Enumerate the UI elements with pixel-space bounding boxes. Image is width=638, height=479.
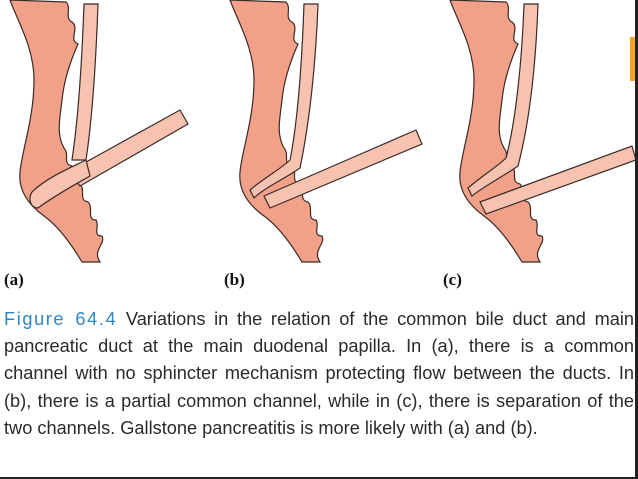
panel-label-c: (c) xyxy=(443,270,462,289)
panel-c-diagram xyxy=(449,0,637,263)
panel-b-diagram xyxy=(229,0,423,263)
caption-text: Variations in the relation of the common… xyxy=(4,309,634,438)
panel-label-b: (b) xyxy=(224,270,245,289)
panel-a-diagram xyxy=(9,0,189,263)
figure-caption: Figure 64.4 Variations in the relation o… xyxy=(4,306,634,442)
page-border-right xyxy=(635,0,638,479)
duodenal-papilla-illustration xyxy=(9,0,637,263)
panel-label-a: (a) xyxy=(4,270,24,289)
figure-number: Figure 64.4 xyxy=(4,309,118,329)
orange-edge-marker xyxy=(630,37,635,81)
page-border-bottom xyxy=(0,477,638,479)
